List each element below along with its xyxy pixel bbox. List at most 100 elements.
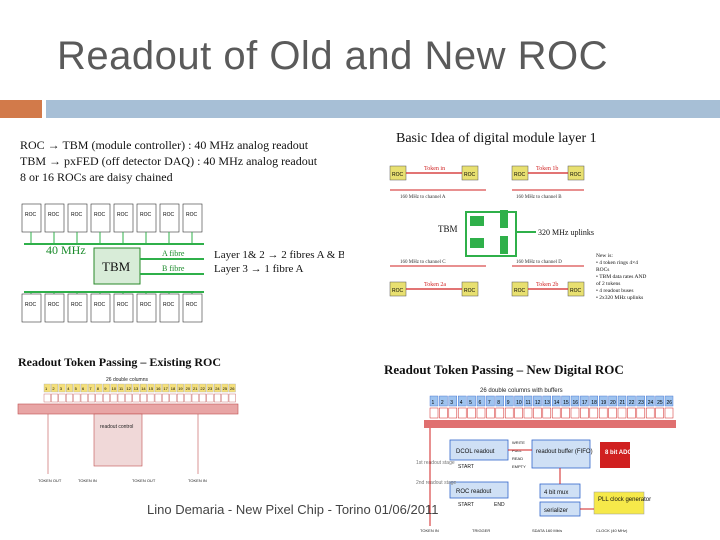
br-double-column (608, 407, 617, 419)
old-roc-label: ROC (71, 212, 83, 218)
old-roc-label: ROC (25, 302, 37, 308)
bl-col-number-cell (132, 383, 140, 393)
old-roc-label: ROC (94, 302, 106, 308)
tbm-chip-4 (500, 236, 508, 254)
br-double-column (504, 407, 514, 419)
tr-tbm-label: TBM (438, 224, 458, 234)
bl-bus (17, 403, 239, 415)
br-col-number: 21 (620, 400, 626, 406)
br-col-number: 8 (497, 400, 500, 406)
br-col-number-cell (636, 395, 645, 407)
br-col-number: 24 (648, 400, 654, 406)
bl-col-number-cell (117, 383, 125, 393)
br-col-number-cell (439, 395, 448, 407)
old-roc-label: ROC (48, 212, 60, 218)
br-col-number-cell (655, 395, 664, 407)
br-col-number: 19 (601, 400, 607, 406)
read-label: READ (512, 456, 523, 461)
br-double-column (636, 407, 646, 419)
bl-double-column (199, 393, 207, 403)
adc-box (600, 442, 630, 468)
layer3-label: Layer 3 → 1 fibre A (214, 263, 304, 275)
br-col-number: 1 (432, 400, 435, 406)
br-col-number: 3 (450, 400, 453, 406)
br-col-number: 7 (488, 400, 491, 406)
bl-col-number: 9 (104, 386, 107, 391)
bl-col-number: 7 (89, 386, 92, 391)
bl-double-column (147, 393, 155, 403)
br-double-column (533, 407, 542, 419)
bl-col-number: 24 (215, 386, 220, 391)
pll-box (593, 491, 645, 515)
readout-buffer-label: readout buffer (FIFO) (536, 449, 593, 455)
tbm-chip-3 (500, 210, 508, 228)
mhz-a-label: 160 MHz to channel A (400, 195, 446, 200)
br-col-number: 13 (544, 400, 550, 406)
layer12-label: Layer 1& 2 → 2 fibres A & B (214, 249, 344, 261)
tr-roc-label-2: ROC (464, 172, 476, 178)
bl-col-number: 10 (112, 386, 117, 391)
br-double-column (617, 407, 627, 419)
bl-col-number: 26 (230, 386, 235, 391)
bl-double-column (102, 393, 110, 403)
token-2a-label: Token 2a (424, 282, 446, 288)
old-roc-chip (182, 293, 203, 323)
bl-col-number-cell (66, 383, 73, 393)
bl-col-number: 3 (60, 386, 63, 391)
new-roc-diagram: Readout Token Passing – New Digital ROC … (384, 362, 676, 533)
br-col-number: 10 (516, 400, 522, 406)
start-label-2: START (458, 502, 474, 508)
old-roc-label: ROC (186, 212, 198, 218)
serializer-label: serializer (544, 508, 568, 514)
bl-col-number: 21 (193, 386, 198, 391)
br-col-number-cell (486, 395, 495, 407)
bl-col-number: 15 (149, 386, 154, 391)
bl-double-column (132, 393, 140, 403)
br-col-number-cell (646, 395, 655, 407)
bl-col-number-cell (191, 383, 199, 393)
br-col-number: 17 (582, 400, 588, 406)
br-col-number-cell (448, 395, 458, 407)
br-col-number-cell (664, 395, 674, 407)
tr-roc-label-7: ROC (514, 288, 526, 294)
bl-col-number: 16 (156, 386, 161, 391)
br-bottom-label: CLOCK (40 MHz) (596, 528, 628, 533)
accent-bar-orange (0, 100, 42, 118)
digital-module-diagram: Basic Idea of digital module layer 1 ROC… (389, 131, 646, 301)
old-roc-label: ROC (94, 212, 106, 218)
readout-buffer-box (531, 439, 591, 469)
panel-existing-roc: Readout Token Passing – Existing ROC 26 … (14, 350, 258, 486)
bl-readout-box (93, 413, 143, 467)
bl-bottom-label: TOKEN OUT (38, 478, 62, 483)
tr-roc-label-8: ROC (570, 288, 582, 294)
old-roc-label: ROC (186, 302, 198, 308)
br-col-number: 6 (479, 400, 482, 406)
bl-col-number: 4 (67, 386, 70, 391)
bl-col-number-cell (103, 383, 110, 393)
br-double-column (542, 407, 552, 419)
bfibre-label: B fibre (162, 264, 185, 273)
bl-col-number-cell (228, 383, 236, 393)
bl-col-number-cell (43, 383, 51, 393)
old-roc-chip (159, 203, 180, 233)
br-double-column (645, 407, 655, 419)
tl-line1: ROC → TBM (module controller) : 40 MHz a… (20, 138, 309, 152)
tbm-chip-2 (470, 238, 484, 248)
br-col-number-cell (561, 395, 570, 407)
br-col-number-cell (504, 395, 514, 407)
old-roc-chip (44, 293, 65, 323)
tbm-chip-1 (470, 216, 484, 226)
mux-label: 4 bit mux (544, 490, 568, 496)
br-col-number-cell (617, 395, 627, 407)
tr-note-line: • TBM data rates AND (596, 274, 646, 280)
bl-col-number: 6 (82, 386, 85, 391)
br-col-number: 16 (573, 400, 579, 406)
tr-note-line: • 4 token rings 4×4 (596, 260, 638, 266)
bl-col-number-cell (95, 383, 103, 393)
slide-footer: Lino Demaria - New Pixel Chip - Torino 0… (147, 502, 439, 517)
token-in-label: Token in (424, 166, 445, 172)
bl-col-number-cell (73, 383, 81, 393)
stage2-label: 2nd readout stage (416, 480, 457, 486)
bl-col-number-cell (169, 383, 177, 393)
bl-col-number: 8 (97, 386, 100, 391)
